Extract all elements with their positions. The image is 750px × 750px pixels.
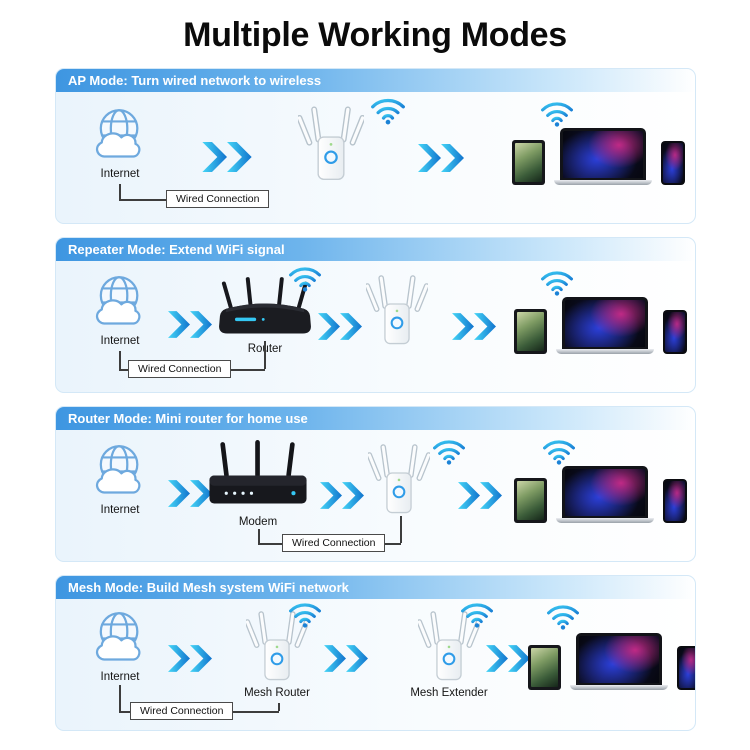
modem-device [202, 438, 314, 513]
section-mesh-mode: Mesh Mode: Build Mesh system WiFi networ… [55, 575, 696, 731]
section-ap-mode: AP Mode: Turn wired network to wireless … [55, 68, 696, 224]
extender-device [368, 442, 430, 516]
wifi-signal-icon [540, 267, 574, 296]
phone-screen [665, 312, 685, 352]
photo [515, 143, 542, 182]
arrow-chevrons-icon [452, 313, 496, 340]
arrow-chevrons-icon [324, 645, 368, 672]
section-router-mode: Router Mode: Mini router for home use In… [55, 406, 696, 562]
section-diagram: Internet Wired Connection [56, 92, 695, 223]
phone-device [677, 646, 695, 690]
internet-label: Internet [100, 335, 140, 347]
tablet-photo-frame [512, 140, 545, 185]
wifi-signal-icon [546, 601, 580, 630]
arrow-chevrons-icon [458, 482, 502, 509]
wifi-signal-icon [432, 436, 466, 465]
section-header: Repeater Mode: Extend WiFi signal [56, 238, 695, 261]
wired-connection-line [400, 516, 402, 543]
wifi-signal-icon [370, 94, 406, 125]
internet-label: Internet [100, 671, 140, 683]
section-repeater-mode: Repeater Mode: Extend WiFi signal Intern… [55, 237, 696, 393]
page-title: Multiple Working Modes [183, 16, 567, 54]
tablet-photo-frame [514, 478, 547, 523]
internet-label: Internet [100, 168, 140, 180]
wifi-signal-icon [540, 98, 574, 127]
section-diagram: Internet Router Wired Connection [56, 261, 695, 392]
client-devices [514, 297, 687, 354]
laptop-device [556, 466, 654, 523]
arrow-chevrons-icon [486, 645, 530, 672]
photo [517, 312, 544, 351]
arrow-chevrons-icon [320, 482, 364, 509]
wired-connection-label: Wired Connection [282, 534, 386, 552]
tablet-photo-frame [528, 645, 561, 690]
photo [531, 648, 558, 687]
laptop-screen [560, 128, 646, 180]
section-diagram: Internet Mesh Router Mesh Extender Wired… [56, 599, 695, 730]
laptop-base [554, 180, 652, 185]
client-devices [528, 633, 695, 690]
wired-connection-label: Wired Connection [166, 190, 270, 208]
mesh-router-label: Mesh Router [244, 687, 310, 699]
section-header-text: AP Mode: Turn wired network to wireless [68, 73, 322, 88]
wired-connection-label: Wired Connection [128, 360, 232, 378]
internet-globe-icon [90, 609, 150, 667]
mode-panels: AP Mode: Turn wired network to wireless … [55, 68, 696, 731]
mesh-extender-label: Mesh Extender [410, 687, 488, 699]
section-diagram: Internet Modem Wired Connection [56, 430, 695, 561]
phone-screen [663, 143, 683, 183]
internet-label: Internet [100, 504, 140, 516]
extender-device [298, 104, 364, 183]
laptop-base [556, 349, 654, 354]
photo [517, 481, 544, 520]
client-devices [512, 128, 685, 185]
arrow-chevrons-icon [168, 645, 212, 672]
laptop-screen [562, 466, 648, 518]
laptop-device [570, 633, 668, 690]
wifi-signal-icon [542, 436, 576, 465]
wifi-signal-icon [460, 599, 494, 628]
tablet-photo-frame [514, 309, 547, 354]
phone-device [663, 310, 687, 354]
phone-screen [679, 648, 695, 688]
wired-connection-line [119, 184, 121, 199]
section-header: AP Mode: Turn wired network to wireless [56, 69, 695, 92]
wired-connection-line [278, 703, 280, 711]
section-header-text: Mesh Mode: Build Mesh system WiFi networ… [68, 580, 349, 595]
wired-connection-line [264, 341, 266, 369]
laptop-base [556, 518, 654, 523]
arrow-chevrons-icon [418, 144, 464, 172]
wifi-signal-icon [288, 599, 322, 628]
section-header-text: Router Mode: Mini router for home use [68, 411, 308, 426]
phone-device [663, 479, 687, 523]
client-devices [514, 466, 687, 523]
wired-connection-line [119, 685, 121, 711]
section-header: Mesh Mode: Build Mesh system WiFi networ… [56, 576, 695, 599]
internet-globe-icon [90, 106, 150, 164]
internet-globe-icon [90, 273, 150, 331]
wired-connection-line [119, 351, 121, 369]
laptop-base [570, 685, 668, 690]
arrow-chevrons-icon [168, 311, 212, 338]
phone-screen [665, 481, 685, 521]
section-header: Router Mode: Mini router for home use [56, 407, 695, 430]
phone-device [661, 141, 685, 185]
wired-connection-label: Wired Connection [130, 702, 234, 720]
arrow-chevrons-icon [202, 142, 252, 172]
laptop-screen [562, 297, 648, 349]
extender-device [366, 273, 428, 347]
modem-label: Modem [238, 516, 278, 528]
laptop-device [556, 297, 654, 354]
arrow-chevrons-icon [318, 313, 362, 340]
internet-globe-icon [90, 442, 150, 500]
section-header-text: Repeater Mode: Extend WiFi signal [68, 242, 285, 257]
wifi-signal-icon [288, 263, 322, 292]
laptop-device [554, 128, 652, 185]
laptop-screen [576, 633, 662, 685]
wired-connection-line [258, 529, 260, 543]
